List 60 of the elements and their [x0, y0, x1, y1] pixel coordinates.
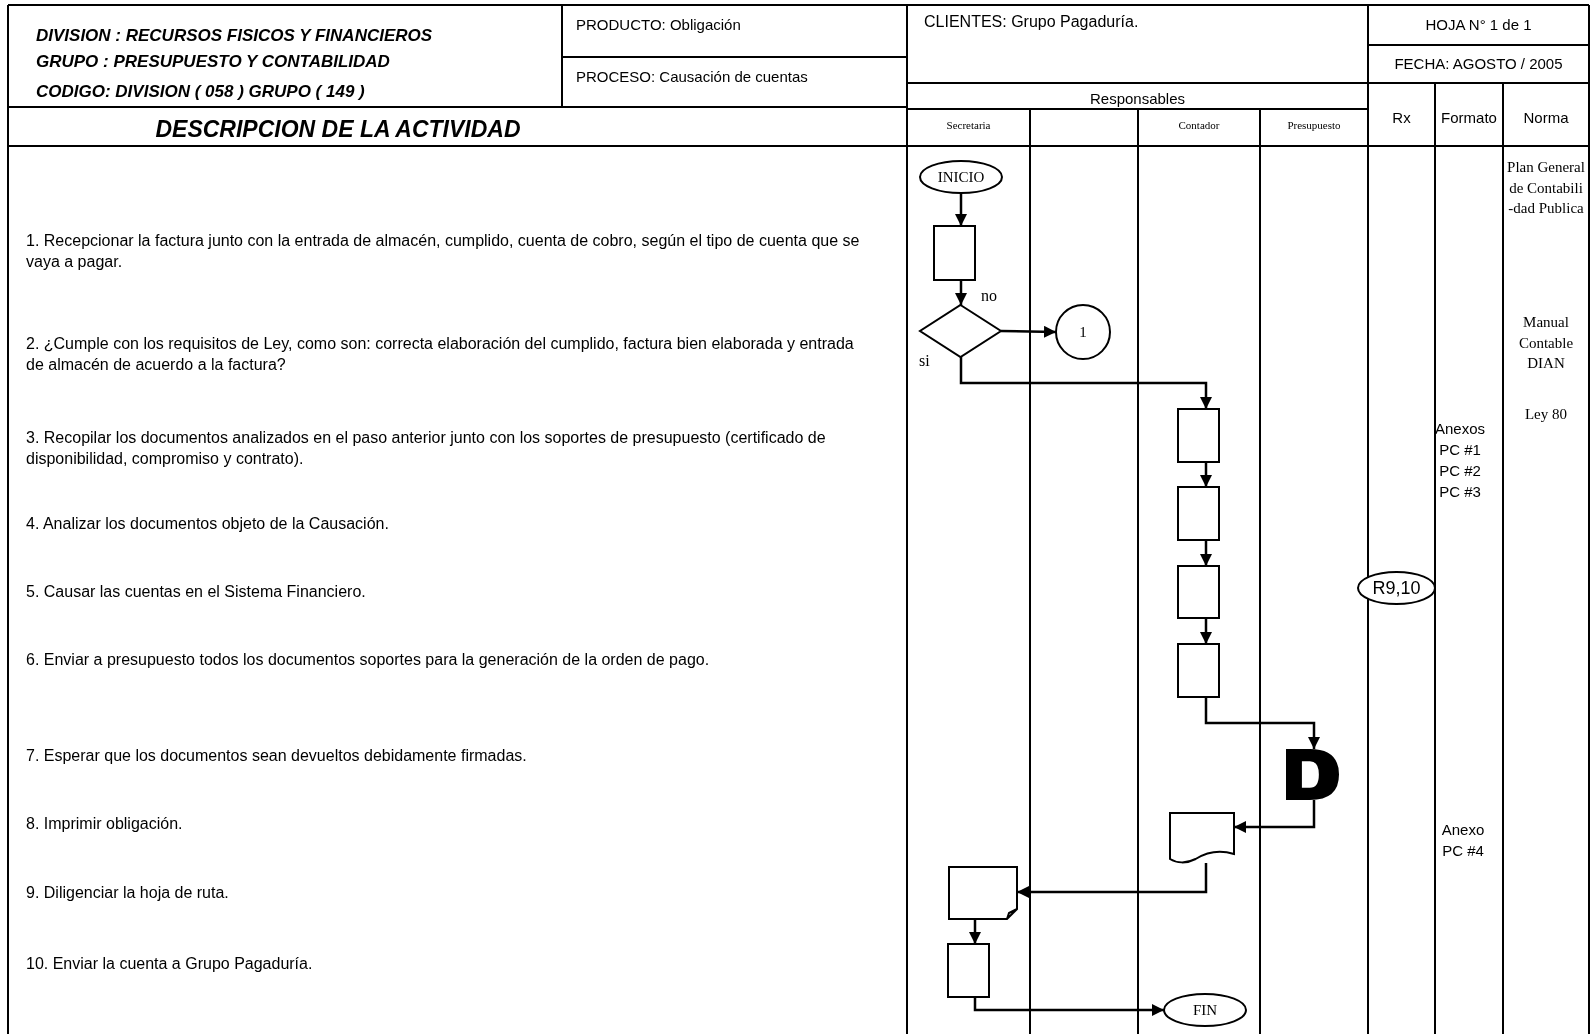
norm-reference: Manual Contable DIAN [1517, 313, 1575, 374]
process-box [948, 944, 989, 997]
norm-reference: Plan General de Contabili -dad Publica [1506, 158, 1586, 219]
arrow [973, 997, 1164, 1016]
terminator-ellipse [1164, 994, 1246, 1026]
delay-symbol [1286, 749, 1339, 800]
arrow [969, 919, 981, 944]
lane-header: Secretaria [945, 118, 992, 133]
node-text: R9,10 [1372, 579, 1421, 597]
arrow [1200, 462, 1212, 487]
arrow [1204, 697, 1320, 749]
decision-diamond [920, 305, 1001, 357]
lane-header: Presupuesto [1286, 118, 1342, 133]
activity-step: 5. Causar las cuentas en el Sistema Financiero. [26, 582, 871, 603]
arrow [1200, 618, 1212, 644]
node-text: INICIO [937, 169, 985, 185]
header-title: GRUPO : PRESUPUESTO Y CONTABILIDAD [36, 51, 391, 73]
process-box [1178, 409, 1219, 462]
activity-step: 2. ¿Cumple con los requisitos de Ley, como son: correcta elaboración del cumplido, factura bien elaborada y entrada de almacén de acuerdo a la factura? [26, 334, 871, 375]
node-text: 1 [1079, 324, 1087, 340]
arrow [959, 357, 1212, 409]
process-box [1178, 644, 1219, 697]
lane-header: Contador [1177, 118, 1221, 133]
activity-step: 7. Esperar que los documentos sean devueltos debidamente firmadas. [26, 746, 871, 767]
section-title: DESCRIPCION DE LA ACTIVIDAD [154, 115, 522, 143]
norm-reference: Ley 80 [1523, 405, 1569, 424]
column-header: Responsables [1088, 89, 1187, 109]
arrow [1017, 863, 1208, 898]
connector-circle [1056, 305, 1110, 359]
format-reference: Anexos PC #1 PC #2 PC #3 [1433, 419, 1486, 502]
process-box [1178, 487, 1219, 540]
document-symbol [1170, 813, 1234, 863]
column-header: Norma [1522, 108, 1570, 128]
header-field: CLIENTES: Grupo Pagaduría. [924, 11, 1354, 33]
activity-step: 6. Enviar a presupuesto todos los documentos soportes para la generación de la orden de pago. [26, 650, 871, 671]
arrow [1000, 325, 1057, 338]
activity-step: 9. Diligenciar la hoja de ruta. [26, 883, 871, 904]
node-text: FIN [1192, 1002, 1218, 1018]
column-header: Rx [1391, 108, 1412, 128]
record-ellipse [1358, 572, 1435, 604]
process-box [934, 226, 975, 280]
terminator-ellipse [920, 161, 1002, 193]
header-field: FECHA: AGOSTO / 2005 [1368, 54, 1589, 74]
format-reference: Anexo PC #4 [1440, 820, 1486, 861]
process-box [1178, 566, 1219, 618]
arrow [955, 193, 967, 226]
arrow [955, 280, 967, 305]
header-field: PRODUCTO: Obligación [576, 15, 896, 35]
activity-step: 4. Analizar los documentos objeto de la Causación. [26, 514, 871, 535]
document-symbol [949, 867, 1017, 919]
column-header: Formato [1440, 108, 1498, 128]
activity-step: 8. Imprimir obligación. [26, 814, 871, 835]
activity-step: 10. Enviar la cuenta a Grupo Pagaduría. [26, 954, 871, 975]
header-title: CODIGO: DIVISION ( 058 ) GRUPO ( 149 ) [36, 81, 366, 103]
header-field: PROCESO: Causación de cuentas [576, 67, 896, 87]
activity-step: 3. Recopilar los documentos analizados en el paso anterior junto con los soportes de presupuesto (certificado de disponibilidad, compromiso y contrato). [26, 428, 871, 469]
activity-step: 1. Recepcionar la factura junto con la entrada de almacén, cumplido, cuenta de cobro, según el tipo de cuenta que se vaya a pagar. [26, 231, 871, 272]
arrow [1234, 800, 1316, 833]
arrow [1200, 540, 1212, 566]
header-field: HOJA N° 1 de 1 [1368, 15, 1589, 35]
